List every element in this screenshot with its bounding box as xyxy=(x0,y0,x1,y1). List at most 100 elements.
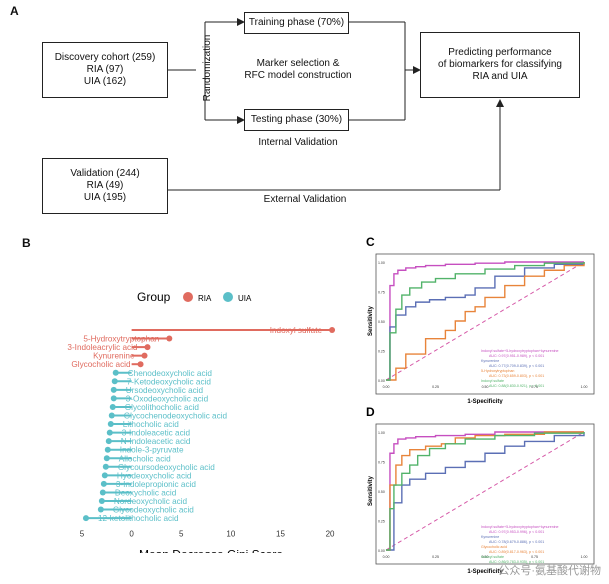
x-tick-label: 1.00 xyxy=(581,385,588,389)
x-axis-label: 1-Specificity xyxy=(467,399,503,404)
roc-auc-label: AUC: 0.97(0.951-0.989), p < 0.001 xyxy=(489,354,544,358)
metabolite-label: Glycocholic acid xyxy=(71,360,131,369)
roc-series-name: Kynurenine xyxy=(481,535,499,539)
roc-curve xyxy=(386,432,585,551)
roc-auc-label: AUC: 0.97(0.953-0.996), p < 0.001 xyxy=(489,530,544,534)
x-tick-label: 0.00 xyxy=(383,385,390,389)
lollipop-point xyxy=(166,335,173,342)
metabolite-label: Indoxyl sulfate xyxy=(270,326,323,335)
reference-diagonal xyxy=(385,261,585,381)
plot-frame xyxy=(375,423,595,565)
roc-curve xyxy=(386,432,585,551)
predicting-performance-box: Predicting performance of biomarkers for… xyxy=(420,32,580,98)
lollipop-point xyxy=(82,515,89,522)
lollipop-point xyxy=(107,421,114,428)
lollipop-point xyxy=(101,472,108,479)
roc-auc-label: AUC: 0.78(0.679-0.886), p < 0.001 xyxy=(489,540,544,544)
metabolite-label: 3-Indoleacetic acid xyxy=(122,429,191,438)
panel-label: D xyxy=(366,405,375,419)
training-phase-text: Training phase (70%) xyxy=(248,17,345,28)
metabolite-label: Lithocholic acid xyxy=(123,420,179,429)
y-tick-label: 0.75 xyxy=(378,291,385,295)
x-tick-label: 5 xyxy=(179,530,184,539)
metabolite-label: Kynurenine xyxy=(93,352,135,361)
roc-auc-label: AUC: 0.77(0.709-0.839), p < 0.001 xyxy=(489,364,544,368)
x-tick-label: 0.25 xyxy=(432,555,439,559)
testing-phase-box: Testing phase (30%) xyxy=(244,109,349,131)
x-tick-label: 10 xyxy=(226,530,235,539)
predicting-line2: of biomarkers for classifying xyxy=(438,59,562,70)
roc-series-name: 5-Hydroxytryptophan xyxy=(481,369,514,373)
lollipop-point xyxy=(106,429,113,436)
lollipop-point xyxy=(137,361,144,368)
y-tick-label: 0.75 xyxy=(378,461,385,465)
x-tick-label: 0 xyxy=(129,530,134,539)
x-tick-label: 0.75 xyxy=(531,385,538,389)
testing-phase-text: Testing phase (30%) xyxy=(250,114,343,125)
x-tick-label: 5 xyxy=(80,530,85,539)
x-tick-label: 0.75 xyxy=(531,555,538,559)
metabolite-label: 5-Hydroxytryptophan xyxy=(83,335,159,344)
x-tick-label: 0.50 xyxy=(482,385,489,389)
roc-series-name: Kynurenine xyxy=(481,359,499,363)
reference-diagonal xyxy=(385,431,585,551)
marker-selection-line2: RFC model construction xyxy=(244,70,352,81)
lollipop-point xyxy=(98,498,105,504)
validation-cohort-box: Validation (244) RIA (49) UIA (195) xyxy=(42,158,168,214)
predicting-line3: RIA and UIA xyxy=(472,71,528,82)
metabolite-label: 3-Indolepropionic acid xyxy=(116,480,197,489)
metabolite-label: Allocholic acid xyxy=(119,454,171,463)
metabolite-label: 3-Oxodeoxycholic acid xyxy=(126,394,209,403)
lollipop-point xyxy=(104,446,111,453)
training-phase-box: Training phase (70%) xyxy=(244,12,349,34)
discovery-cohort-box: Discovery cohort (259) RIA (97) UIA (162… xyxy=(42,42,168,98)
metabolite-label: Chenodeoxycholic acid xyxy=(128,369,213,378)
x-tick-label: 0.25 xyxy=(432,385,439,389)
y-tick-label: 1.00 xyxy=(378,431,385,435)
y-tick-label: 0.00 xyxy=(378,379,385,383)
lollipop-point xyxy=(141,352,148,359)
metabolite-label: Indole-3-pyruvate xyxy=(120,446,184,455)
lollipop-point xyxy=(99,489,106,496)
metabolite-label: Hyodeoxycholic acid xyxy=(117,471,192,480)
discovery-ria-text: RIA (97) xyxy=(86,64,124,75)
y-tick-label: 0.25 xyxy=(378,350,385,354)
flowchart-arrows xyxy=(168,18,504,191)
roc-auc-label: AUC: 0.89(0.817-0.963), p < 0.001 xyxy=(489,550,544,554)
y-tick-label: 0.50 xyxy=(378,320,385,324)
panel-b-label: B xyxy=(22,236,31,250)
roc-series-name: Indoxyl sulfate xyxy=(481,555,504,559)
lollipop-point xyxy=(109,403,116,410)
metabolite-label: Deoxycholic acid xyxy=(115,488,177,497)
y-tick-label: 0.50 xyxy=(378,490,385,494)
metabolite-label: 12-ketolithocholic acid xyxy=(98,514,179,523)
roc-series-name: Indoxyl sulfate xyxy=(481,379,504,383)
roc-series-name: Indoxyl sulfate+5-hydroxytryptophan+kynu… xyxy=(481,349,559,353)
x-tick-label: 0.50 xyxy=(482,555,489,559)
roc-series-name: Glycocholic acid xyxy=(481,545,507,549)
roc-auc-label: AUC: 0.73(0.659-0.803), p < 0.001 xyxy=(489,374,544,378)
x-tick-label: 1.00 xyxy=(581,555,588,559)
lollipop-point xyxy=(105,438,112,445)
panel-a-label: A xyxy=(10,4,19,18)
y-tick-label: 0.00 xyxy=(378,549,385,553)
y-tick-label: 0.25 xyxy=(378,520,385,524)
lollipop-point xyxy=(102,463,109,470)
roc-curve xyxy=(386,262,585,381)
lollipop-point xyxy=(97,506,104,513)
lollipop-point xyxy=(110,386,117,393)
predicting-line1: Predicting performance xyxy=(448,47,552,58)
x-tick-label: 15 xyxy=(276,530,285,539)
roc-curve xyxy=(386,431,584,551)
validation-ria-text: RIA (49) xyxy=(86,180,124,191)
panel-label: C xyxy=(366,235,375,249)
roc-series-name: Indoxyl sulfate+5-hydroxytryptophan+kynu… xyxy=(481,525,559,529)
metabolite-label: 3-Indoleacrylic acid xyxy=(67,343,138,352)
legend-uia-label: UIA xyxy=(238,294,252,303)
x-axis-label: Mean Decrease Gini Score xyxy=(139,548,283,553)
discovery-uia-text: UIA (162) xyxy=(83,76,127,87)
y-axis-label: Sensitivity xyxy=(368,475,374,506)
